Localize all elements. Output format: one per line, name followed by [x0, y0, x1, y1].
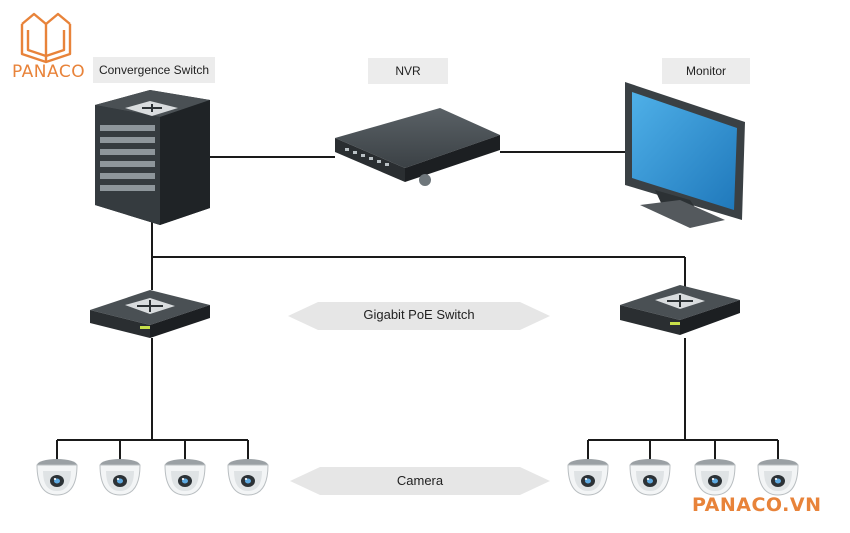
logo-text: PANACO — [12, 62, 86, 82]
connection-lines — [56, 151, 779, 462]
monitor-label: Monitor — [662, 58, 750, 84]
monitor-icon — [625, 82, 745, 228]
dome-camera-icon — [99, 458, 141, 496]
book-logo-icon — [20, 12, 72, 64]
dome-camera-icon — [164, 458, 206, 496]
dome-camera-icon — [757, 458, 799, 496]
dome-camera-icon — [227, 458, 269, 496]
convergence-switch-label: Convergence Switch — [93, 57, 215, 83]
dome-camera-icon — [567, 458, 609, 496]
poe-switch-icon-right — [620, 285, 740, 335]
dome-camera-icon — [694, 458, 736, 496]
watermark-text: PANACO.VN — [692, 494, 822, 516]
poe-switch-label: Gigabit PoE Switch — [363, 307, 475, 322]
camera-group-right — [567, 458, 799, 496]
convergence-switch-icon — [95, 90, 210, 225]
poe-switch-arrow — [288, 302, 550, 330]
nvr-icon — [335, 108, 500, 186]
camera-group-left — [36, 458, 269, 496]
poe-switch-icon-left — [90, 290, 210, 338]
nvr-label: NVR — [368, 58, 448, 84]
camera-label: Camera — [396, 473, 444, 488]
dome-camera-icon — [629, 458, 671, 496]
camera-arrow — [290, 467, 550, 495]
dome-camera-icon — [36, 458, 78, 496]
